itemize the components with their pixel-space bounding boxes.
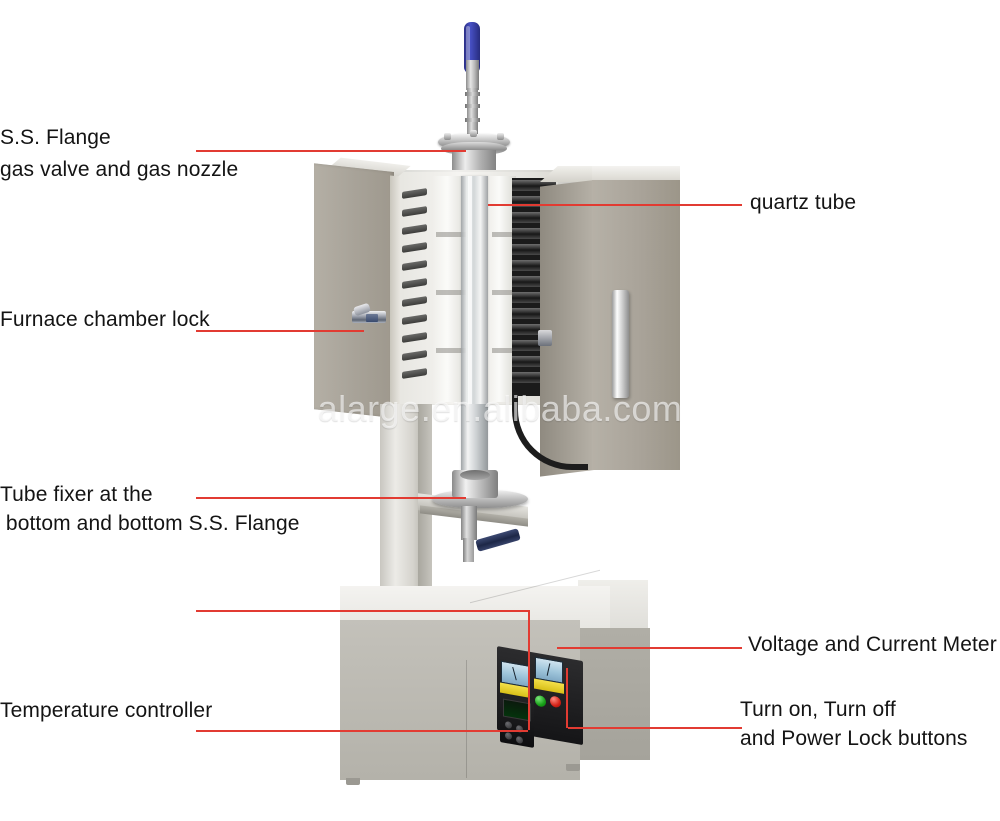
support-column <box>380 404 424 598</box>
turn-off-button[interactable] <box>550 695 561 709</box>
bottom-flange-stem <box>461 506 477 540</box>
controller-key[interactable] <box>516 735 523 745</box>
leader-line-temperature-controller-top <box>196 610 530 612</box>
meter-needle <box>512 666 517 681</box>
bottom-gas-valve-handle-icon <box>475 528 521 552</box>
heating-coil <box>512 260 556 271</box>
vent-slot <box>402 188 427 199</box>
quartz-tube-highlight <box>468 176 472 496</box>
meter-needle <box>546 663 551 676</box>
power-cable <box>512 392 588 470</box>
insulation-groove <box>436 348 466 353</box>
leader-line-temperature-controller <box>196 730 528 732</box>
label-tube-fixer-line1: Tube fixer at the <box>0 483 153 506</box>
heating-coil <box>512 340 556 351</box>
heating-coil <box>512 308 556 319</box>
vent-slot <box>402 350 427 361</box>
vent-slot <box>402 314 427 325</box>
gas-nozzle <box>467 88 478 134</box>
nozzle-ring <box>465 92 480 96</box>
leader-line-quartz-tube <box>488 204 742 206</box>
right-door-handle[interactable] <box>612 290 629 398</box>
label-furnace-chamber-lock: Furnace chamber lock <box>0 308 210 331</box>
controller-key[interactable] <box>505 731 512 741</box>
heating-coil <box>512 196 556 207</box>
label-ss-flange-line1: S.S. Flange <box>0 126 111 149</box>
left-furnace-door <box>314 163 394 418</box>
left-door-edge <box>390 175 400 413</box>
heating-coil <box>512 180 556 191</box>
turn-on-button[interactable] <box>535 694 546 708</box>
label-voltage-current-meter: Voltage and Current Meter <box>748 633 997 656</box>
leader-line-chamber-lock <box>196 330 364 332</box>
label-temperature-controller: Temperature controller <box>0 699 213 722</box>
right-furnace-door <box>592 180 680 470</box>
label-power-buttons-line1: Turn on, Turn off <box>740 698 896 721</box>
heating-coil <box>512 244 556 255</box>
leader-line-ss-flange <box>196 150 466 152</box>
vent-slot <box>402 206 427 217</box>
temperature-display-screen <box>503 698 531 722</box>
vent-slot <box>402 278 427 289</box>
cabinet-foot <box>566 764 580 771</box>
vent-slot <box>402 224 427 235</box>
base-cabinet-right-side <box>578 628 650 760</box>
nozzle-ring <box>465 118 480 122</box>
leader-line-power-buttons-riser <box>566 668 568 728</box>
leader-line-tube-fixer <box>196 497 466 499</box>
flange-bolt <box>444 133 451 140</box>
right-door-hinge <box>538 330 552 346</box>
vent-slot <box>402 332 427 343</box>
insulation-groove <box>492 348 512 353</box>
insulation-groove <box>492 232 512 237</box>
heating-coil <box>512 292 556 303</box>
label-power-buttons-line2: and Power Lock buttons <box>740 727 968 750</box>
heating-coil <box>512 324 556 335</box>
latch-blue-insert <box>366 314 378 322</box>
cabinet-foot <box>346 778 360 785</box>
right-door-top-edge <box>592 166 680 182</box>
label-ss-flange-line2: gas valve and gas nozzle <box>0 158 239 181</box>
base-panel-seam <box>466 660 467 778</box>
vent-slot <box>402 260 427 271</box>
flange-bolt <box>497 133 504 140</box>
chamber-vent-column <box>402 186 430 391</box>
vent-slot <box>402 368 427 379</box>
bottom-gas-nozzle <box>463 538 474 562</box>
controller-key[interactable] <box>505 720 512 730</box>
leader-line-power-buttons <box>568 727 742 729</box>
insulation-groove <box>492 290 512 295</box>
vent-slot <box>402 296 427 307</box>
flange-bolt <box>470 130 477 137</box>
label-quartz-tube: quartz tube <box>750 191 857 214</box>
insulation-groove <box>436 232 466 237</box>
heating-coil <box>512 228 556 239</box>
heating-coil <box>512 212 556 223</box>
heating-coil <box>512 356 556 367</box>
insulation-groove <box>436 290 466 295</box>
vent-slot <box>402 242 427 253</box>
bottom-flange-opening <box>460 470 490 480</box>
leader-line-voltage-meter <box>557 647 742 649</box>
label-tube-fixer-line2: bottom and bottom S.S. Flange <box>0 512 300 535</box>
leader-line-temperature-controller-riser <box>528 610 530 730</box>
furnace-chamber-lock-latch[interactable] <box>352 302 386 327</box>
gas-valve-body <box>466 60 479 90</box>
heating-coil <box>512 276 556 287</box>
insulation-block <box>488 176 516 402</box>
nozzle-ring <box>465 104 480 108</box>
heating-coil <box>512 372 556 383</box>
